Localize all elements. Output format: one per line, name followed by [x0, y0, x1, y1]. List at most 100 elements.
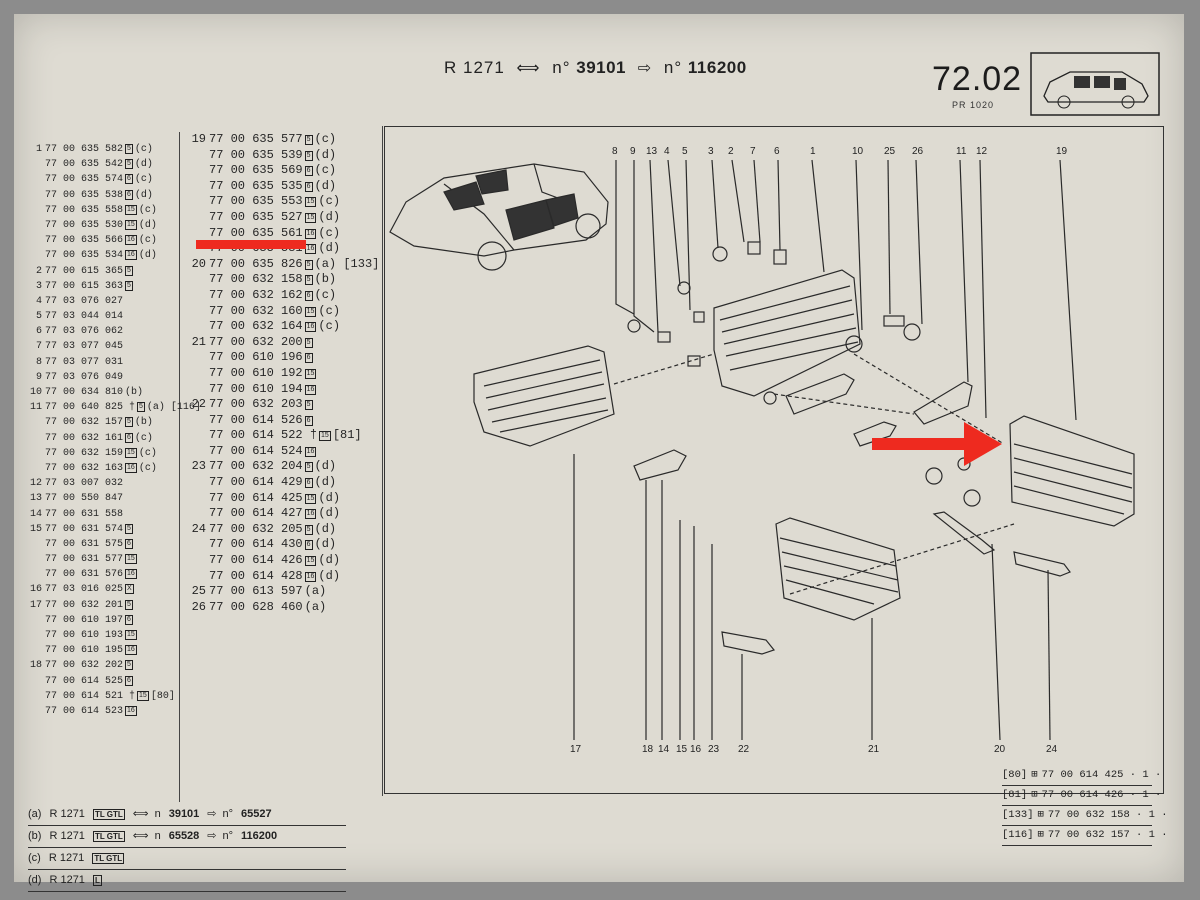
callout-number: 10 [852, 146, 864, 157]
part-reference: 77 03 016 025 [45, 584, 124, 596]
part-reference: 77 00 635 542 [45, 159, 124, 171]
part-reference: 77 00 614 429 [209, 475, 303, 490]
legend-model: R 1271 [49, 874, 85, 886]
part-reference: 77 00 614 427 [209, 506, 303, 521]
part-suffix: (d) [314, 537, 337, 552]
part-suffix: (d) [314, 147, 337, 162]
part-suffix: (d) [138, 219, 157, 231]
version-badge: 16 [125, 235, 137, 246]
plus-box-icon: ⊞ [1037, 829, 1044, 841]
version-badge: 5 [304, 150, 313, 161]
part-index: 25 [191, 584, 206, 599]
callout-number: 20 [994, 744, 1006, 755]
part-reference: 77 00 635 527 [209, 209, 303, 224]
part-index: 5 [35, 311, 42, 323]
part-reference: 77 00 632 164 [209, 319, 303, 334]
callout-number: 13 [646, 146, 658, 157]
version-badge: 5 [304, 400, 313, 411]
column-divider [179, 132, 180, 802]
version-badge: 5 [304, 135, 313, 145]
page-ref: PR 1020 [952, 100, 995, 110]
part-suffix: [81] [332, 428, 362, 443]
armrest [721, 631, 776, 655]
part-reference: 77 00 635 566 [45, 235, 124, 247]
callout-number: 12 [976, 146, 988, 157]
callout-number: 24 [1046, 744, 1058, 755]
version-badge: 5 [304, 524, 313, 535]
part-reference: 77 00 635 826 [209, 256, 303, 271]
part-suffix: (d) [314, 521, 337, 536]
legend-badges: TL GTL [92, 853, 125, 864]
armrest [932, 511, 996, 555]
version-badge: 6 [125, 189, 133, 200]
part-reference: 77 00 614 428 [209, 568, 303, 583]
version-badge: 5 [137, 402, 145, 413]
part-suffix: (c) [314, 163, 337, 178]
legend-tag: (a) [28, 808, 42, 820]
callout-number: 16 [690, 744, 702, 755]
part-suffix: (a) [116] [146, 402, 201, 414]
part-index: 8 [35, 356, 42, 368]
red-arrow-icon [872, 422, 1002, 466]
part-reference: 77 00 631 576 [45, 569, 124, 581]
version-badge: 15 [319, 431, 331, 442]
part-reference: 77 00 614 425 [209, 490, 303, 505]
legend-to: 65527 [241, 808, 272, 820]
part-index: 11 [29, 402, 42, 414]
callout-number: 26 [912, 146, 924, 157]
callout-number: 8 [612, 146, 618, 157]
version-badge: 16 [304, 322, 317, 333]
part-reference: 77 00 635 538 [45, 189, 124, 201]
version-badge: 6 [304, 415, 313, 426]
version-badge: 5 [125, 280, 133, 291]
part-reference: 77 00 632 204 [209, 459, 303, 474]
part-reference: 77 00 635 569 [209, 163, 303, 178]
reference-tag: [81] [1002, 789, 1028, 801]
part-suffix: (a) [133] [314, 256, 380, 271]
version-badge: 15 [125, 630, 137, 640]
part-suffix: (d) [318, 553, 341, 568]
door-panel-17 [473, 345, 615, 447]
part-reference: 77 03 044 014 [45, 311, 124, 323]
page-header: R 1271 ⟺ n° 39101 ⇨ n° 116200 [444, 58, 747, 77]
reference-row: [81]⊞77 00 614 426 · 1 · [1002, 786, 1161, 806]
version-badge: 6 [304, 353, 313, 364]
part-reference: 77 00 610 197 [45, 614, 124, 626]
double-arrow-icon: ⟺ [132, 830, 149, 842]
reference-notes: [80]⊞77 00 614 425 · 1 ·[81]⊞77 00 614 4… [1002, 766, 1168, 846]
plus-box-icon: ⊞ [1031, 769, 1038, 781]
part-index: 15 [29, 523, 42, 535]
callout-number: 3 [708, 146, 714, 157]
version-badge: 16 [125, 705, 137, 716]
catalog-page: R 1271 ⟺ n° 39101 ⇨ n° 116200 72.02 PR 1… [14, 14, 1184, 892]
version-badge: 5 [125, 144, 133, 154]
version-badge: 6 [125, 675, 133, 686]
part-reference: 77 03 077 045 [45, 341, 124, 353]
reference-row: [133]⊞77 00 632 158 · 1 · [1002, 806, 1168, 826]
plus-box-icon: ⊞ [1037, 809, 1044, 821]
legend-from: 39101 [168, 808, 200, 820]
part-index: 26 [191, 599, 206, 614]
part-reference: 77 00 632 202 [45, 660, 124, 672]
version-badge: 15 [304, 556, 317, 567]
part-suffix: (c) [318, 303, 341, 318]
part-reference: 77 00 614 522 † [209, 428, 318, 443]
